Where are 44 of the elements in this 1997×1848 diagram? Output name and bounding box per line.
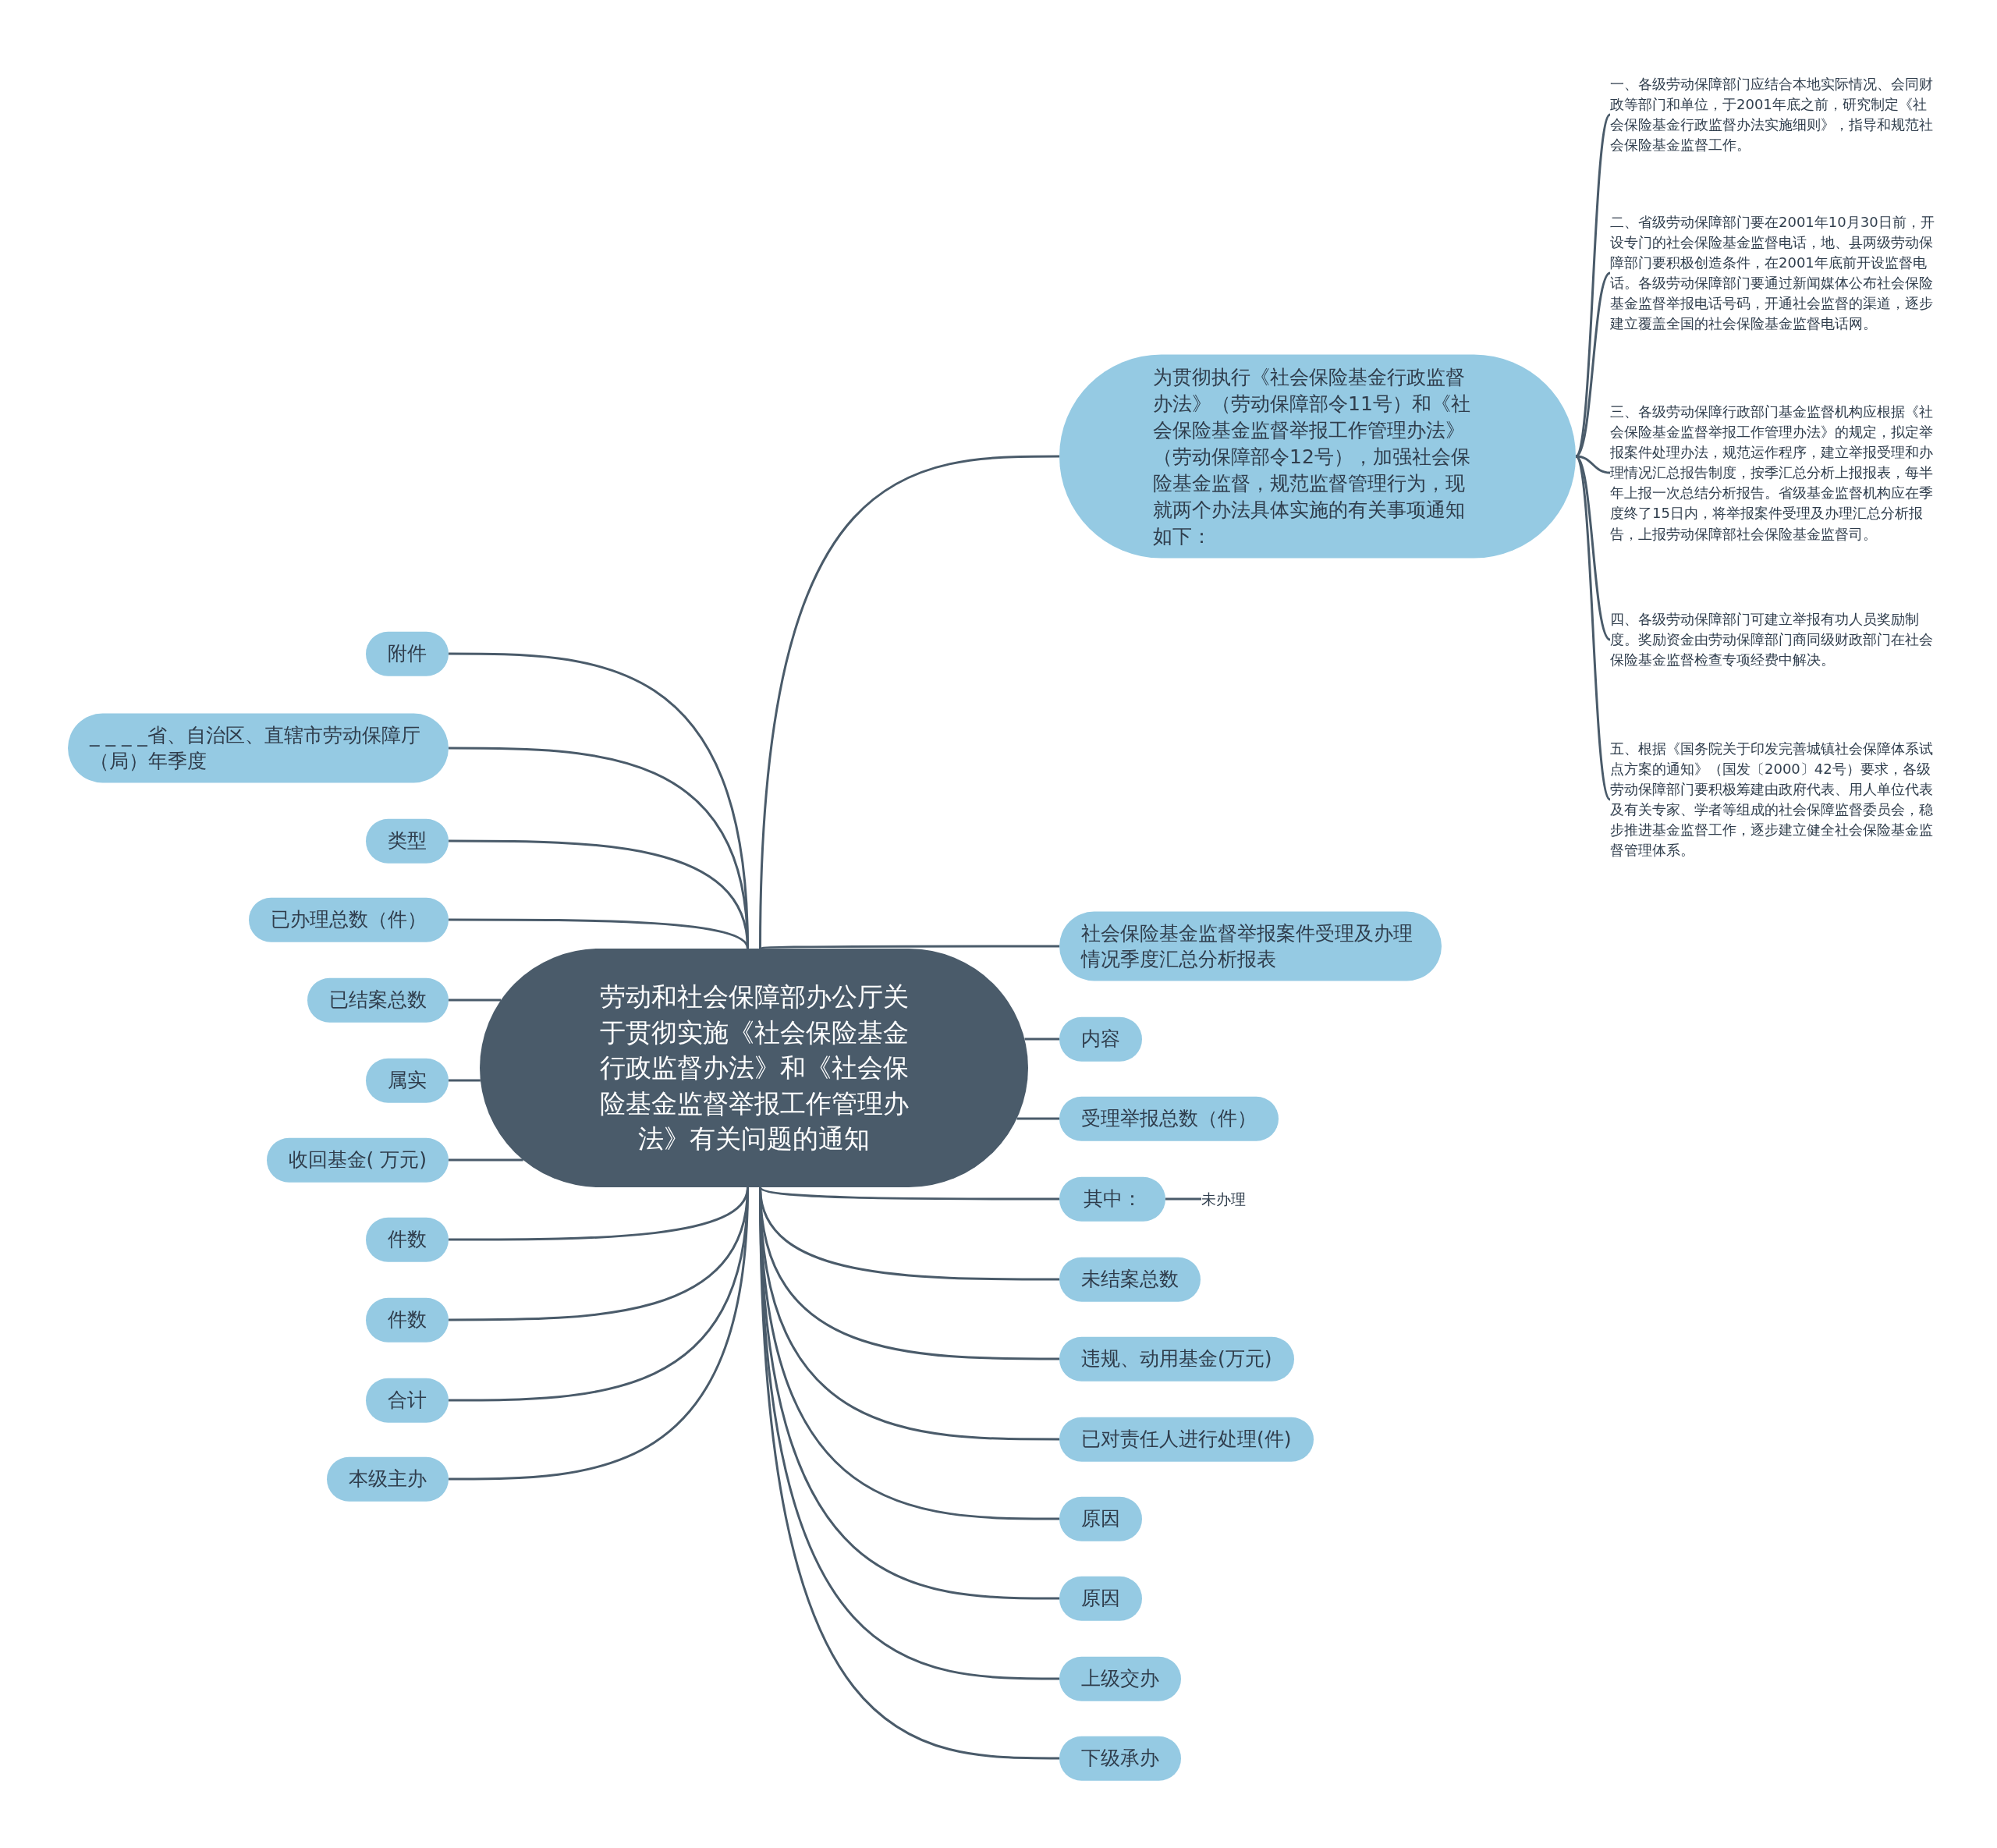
central-topic: 劳动和社会保障部办公厅关于贯彻实施《社会保险基金行政监督办法》和《社会保险基金监督举报工作管理办法》有关问题的通知 xyxy=(480,949,1028,1187)
note-text: 四、各级劳动保障部门可建立举报有功人员奖励制度。奖励资金由劳动保障部门商同级财政部门在社会保险基金监督检查专项经费中解决。 xyxy=(1610,608,1939,671)
connector-line xyxy=(449,998,502,1002)
topic-bubble: 类型 xyxy=(366,818,449,864)
topic-bubble: 下级承办 xyxy=(1059,1736,1181,1781)
topic-bubble: 其中： xyxy=(1059,1176,1165,1222)
connector-line xyxy=(1575,271,1611,458)
topic-bubble: 已对责任人进行处理(件) xyxy=(1059,1417,1314,1462)
topic-bubble: 已办理总数（件） xyxy=(249,897,449,942)
topic-bubble: 为贯彻执行《社会保险基金行政监督办法》（劳动保障部令11号）和《社会保险基金监督举报工作管理办法》（劳动保障部令12号），加强社会保险基金监督，规范监督管理行为，现就两个办法具体实施的有关事项通知如下： xyxy=(1059,354,1576,559)
topic-bubble: 未结案总数 xyxy=(1059,1257,1201,1302)
note-text: 五、根据《国务院关于印发完善城镇社会保障体系试点方案的通知》（国发〔2000〕42号）要求，各级劳动保障部门要积极筹建由政府代表、用人单位代表及有关专家、学者等组成的社会保障监督委员会，稳步推进基金监督工作，逐步建立健全社会保险基金监督管理体系。 xyxy=(1610,738,1939,861)
connector-line xyxy=(759,1186,1059,1201)
topic-bubble: 合计 xyxy=(366,1378,449,1423)
topic-bubble: 上级交办 xyxy=(1059,1656,1181,1701)
connector-line xyxy=(1016,1117,1059,1120)
connector-line xyxy=(449,918,749,949)
topic-bubble: 属实 xyxy=(366,1058,449,1103)
note-text: 二、省级劳动保障部门要在2001年10月30日前，开设专门的社会保险基金监督电话，地、县两级劳动保障部门要积极创造条件，在2001年底前开设监督电话。各级劳动保障部门要通过新闻媒体公布社会保险基金监督举报电话号码，开通社会监督的渠道，逐步建立覆盖全国的社会保险基金监督电话网。 xyxy=(1610,211,1939,335)
connector-line xyxy=(1574,456,1612,800)
connector-line xyxy=(759,455,1059,949)
connector-line xyxy=(1574,114,1612,457)
topic-bubble: 违规、动用基金(万元) xyxy=(1059,1336,1294,1382)
connector-line xyxy=(449,1158,523,1162)
topic-text: 未办理 xyxy=(1201,1190,1246,1208)
connector-line xyxy=(1165,1197,1201,1201)
connector-line xyxy=(1575,455,1611,641)
topic-bubble: _ _ _ _省、自治区、直辖市劳动保障厅（局）年季度 xyxy=(68,713,449,783)
topic-bubble: 受理举报总数（件） xyxy=(1059,1096,1279,1141)
topic-bubble: 件数 xyxy=(366,1217,449,1262)
topic-bubble: 原因 xyxy=(1059,1576,1142,1621)
note-text: 三、各级劳动保障行政部门基金监督机构应根据《社会保险基金监督举报工作管理办法》的规定，拟定举报案件处理办法，规范运作程序，建立举报受理和办理情况汇总报告制度，按季汇总分析上报报表，每半年上报一次总结分析报告。省级基金监督机构应在季度终了15日内，将举报案件受理及办理汇总分析报告，上报劳动保障部社会保险基金监督司。 xyxy=(1610,401,1939,544)
topic-bubble: 内容 xyxy=(1059,1016,1142,1062)
topic-bubble: 件数 xyxy=(366,1297,449,1343)
topic-bubble: 附件 xyxy=(366,631,449,676)
topic-bubble: 原因 xyxy=(1059,1496,1142,1541)
connector-line xyxy=(449,1079,481,1082)
topic-bubble: 社会保险基金监督举报案件受理及办理情况季度汇总分析报表 xyxy=(1059,911,1442,981)
topic-bubble: 本级主办 xyxy=(327,1456,449,1502)
topic-bubble: 收回基金( 万元) xyxy=(266,1137,449,1183)
topic-bubble: 已结案总数 xyxy=(307,977,449,1023)
connector-line xyxy=(760,945,1059,950)
note-text: 一、各级劳动保障部门应结合本地实际情况、会同财政等部门和单位，于2001年底之前，研究制定《社会保险基金行政监督办法实施细则》，指导和规范社会保险基金监督工作。 xyxy=(1610,73,1939,156)
connector-line xyxy=(1024,1038,1059,1041)
